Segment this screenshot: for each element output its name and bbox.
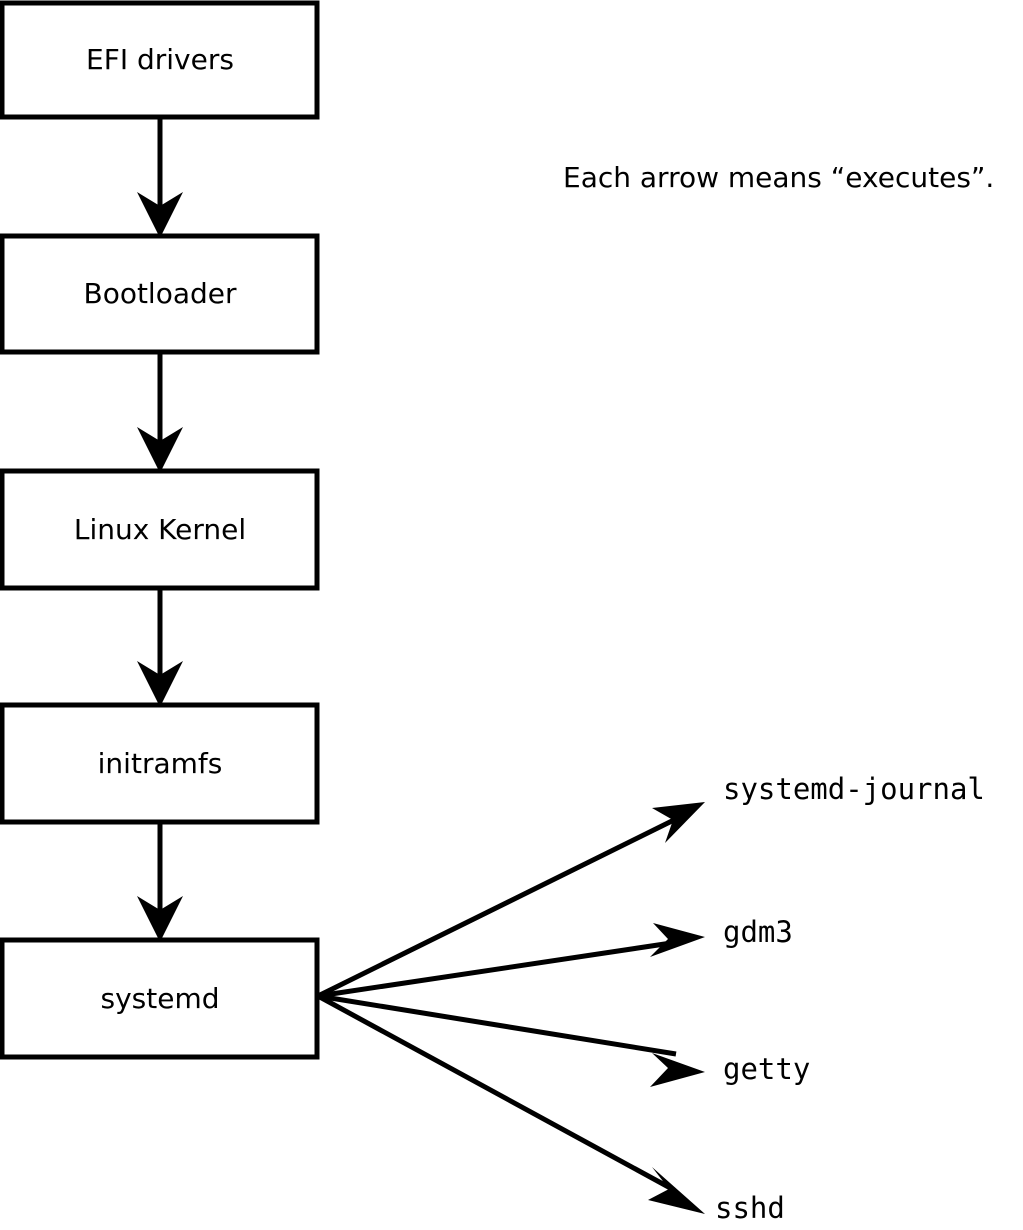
- node-label-initramfs: initramfs: [98, 747, 223, 780]
- node-box-efi-drivers[interactable]: [0, 0, 320, 120]
- node-linux-kernel[interactable]: Linux Kernel: [0, 468, 320, 591]
- fanout-arrow-systemd-journal: [316, 802, 705, 999]
- node-box-systemd[interactable]: [0, 937, 320, 1060]
- leaf-label-systemd-journal: systemd-journal: [723, 772, 985, 806]
- node-bootloader[interactable]: Bootloader: [0, 233, 320, 355]
- chain-arrow-efi-to-bootloader: [137, 117, 183, 238]
- node-box-bootloader[interactable]: [0, 233, 320, 355]
- chain-arrow-kernel-to-initramfs: [137, 588, 183, 707]
- chain-arrow-bootloader-to-kernel: [137, 352, 183, 473]
- chain-arrow-initramfs-to-systemd: [137, 822, 183, 942]
- node-initramfs[interactable]: initramfs: [0, 702, 320, 825]
- leaf-label-getty: getty: [723, 1052, 810, 1086]
- node-label-efi-drivers: EFI drivers: [86, 43, 234, 76]
- node-label-linux-kernel: Linux Kernel: [74, 513, 246, 546]
- leaf-label-sshd: sshd: [715, 1191, 785, 1225]
- fanout-arrow-gdm3: [317, 923, 705, 999]
- fanout-arrows-group: [316, 802, 705, 1214]
- fanout-arrow-sshd: [316, 993, 705, 1214]
- leaf-label-gdm3: gdm3: [723, 915, 793, 949]
- node-box-initramfs[interactable]: [0, 702, 320, 825]
- node-label-systemd: systemd: [101, 982, 220, 1015]
- diagram-caption: Each arrow means “executes”.: [563, 161, 994, 194]
- node-efi-drivers[interactable]: EFI drivers: [0, 0, 320, 120]
- node-systemd[interactable]: systemd: [0, 937, 320, 1060]
- fanout-arrow-getty: [317, 993, 705, 1087]
- chain-arrows-group: [137, 117, 183, 942]
- node-label-bootloader: Bootloader: [83, 277, 237, 310]
- node-box-linux-kernel[interactable]: [0, 468, 320, 591]
